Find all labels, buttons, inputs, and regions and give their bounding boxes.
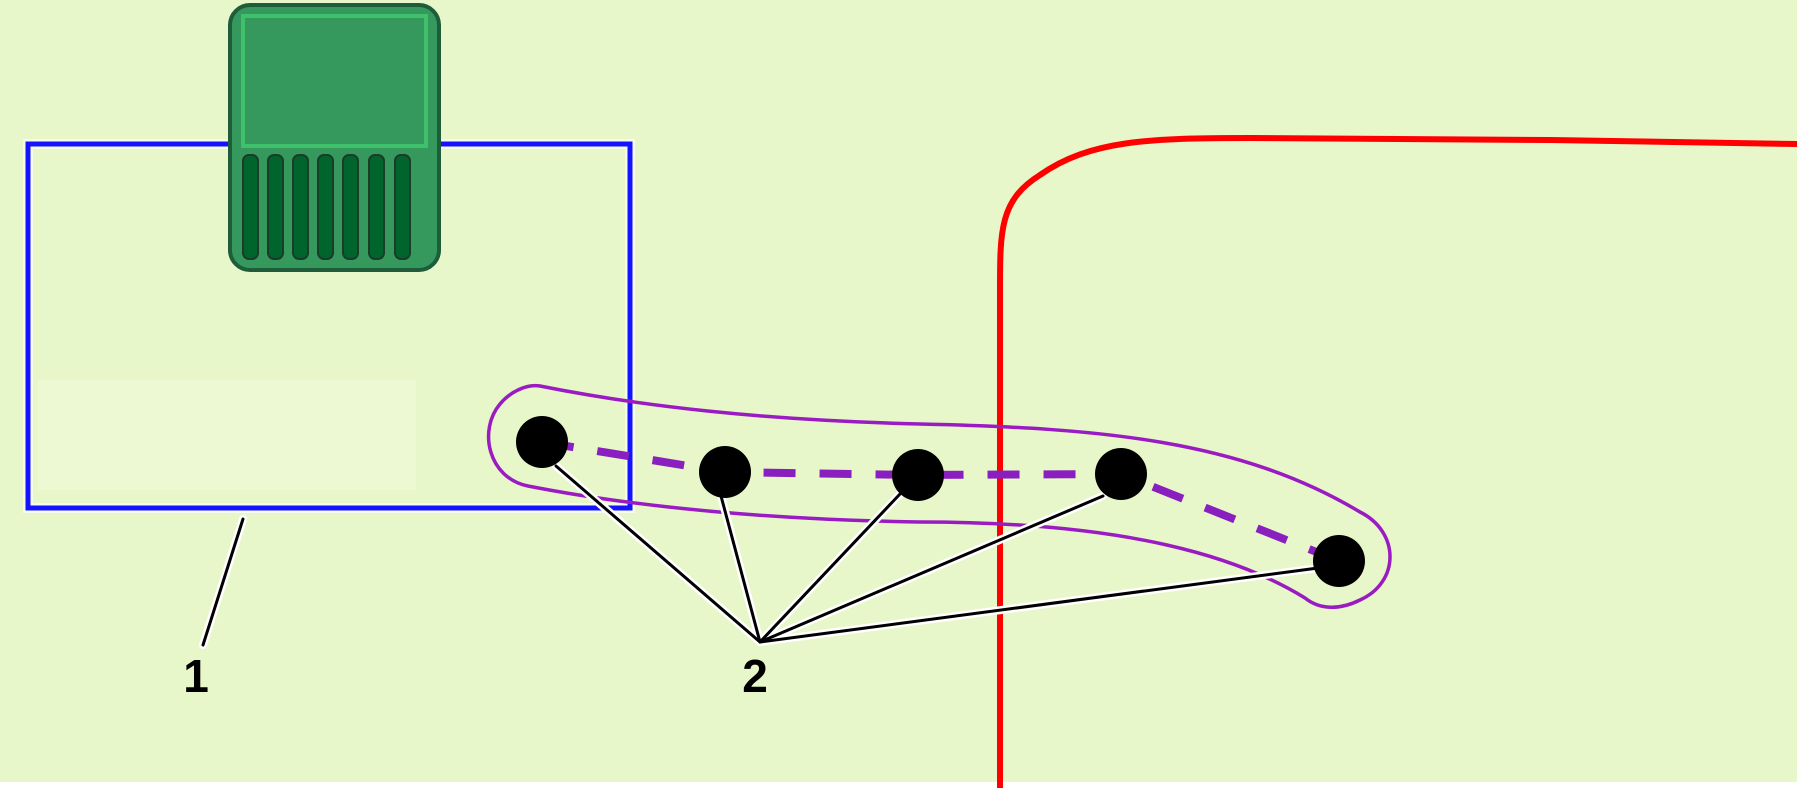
black-dot-marker-icon <box>1313 535 1365 587</box>
inner-light-patch <box>38 380 416 490</box>
marker-group-outline <box>486 383 1392 609</box>
black-dot-marker-icon <box>892 449 944 501</box>
bottom-edge <box>0 782 1806 788</box>
callout-2-leader-lines <box>552 462 1322 646</box>
green-device-with-slots-icon <box>228 3 441 272</box>
device-slots <box>242 154 411 260</box>
black-dot-marker-icon <box>699 446 751 498</box>
callout-label-2: 2 <box>742 650 768 702</box>
black-dot-marker-icon <box>1095 448 1147 500</box>
marker-dots <box>516 416 1365 587</box>
right-edge <box>1797 0 1806 788</box>
callout-label-1: 1 <box>183 650 209 702</box>
red-boundary-line <box>997 134 1798 788</box>
black-dot-marker-icon <box>516 416 568 468</box>
marker-dashed-line <box>541 438 1341 565</box>
callout-1-leader-line <box>199 515 247 649</box>
